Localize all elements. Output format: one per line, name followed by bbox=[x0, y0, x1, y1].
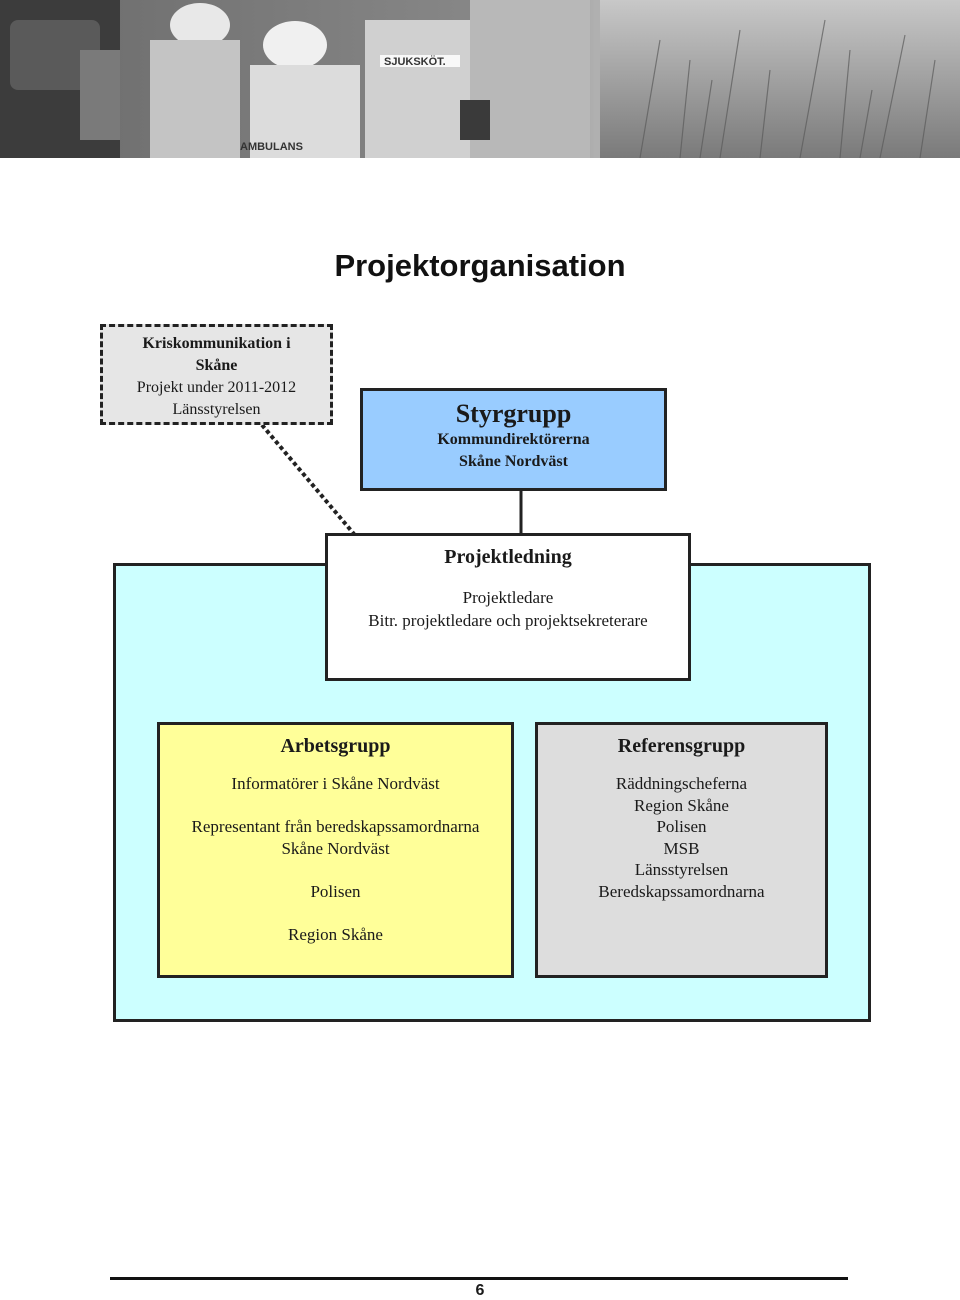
steering-group-line2: Skåne Nordväst bbox=[459, 453, 568, 470]
external-project-line1: Kriskommunikation i bbox=[142, 335, 291, 352]
footer-divider bbox=[110, 1277, 848, 1280]
project-management-box: Projektledning Projektledare Bitr. proje… bbox=[325, 533, 691, 681]
working-group-item: Informatörer i Skåne Nordväst bbox=[231, 774, 440, 793]
external-project-box: Kriskommunikation i Skåne Projekt under … bbox=[100, 324, 333, 425]
page-title: Projektorganisation bbox=[334, 248, 626, 283]
vest-label-sjukskot: SJUKSKÖT. bbox=[384, 55, 446, 68]
working-group-item: Polisen bbox=[310, 882, 361, 901]
working-group-item: Representant från beredskapssamordnarna bbox=[191, 817, 480, 836]
dotted-connector bbox=[260, 423, 356, 536]
reference-group-item: Beredskapssamordnarna bbox=[598, 881, 765, 901]
working-group-title: Arbetsgrupp bbox=[280, 735, 391, 757]
project-management-line2: Bitr. projektledare och projektsekretera… bbox=[368, 611, 648, 630]
reference-group-box: Referensgrupp Räddningscheferna Region S… bbox=[535, 722, 828, 978]
reference-group-item: MSB bbox=[663, 838, 700, 858]
external-project-line4: Länsstyrelsen bbox=[172, 401, 261, 418]
working-group-item: Region Skåne bbox=[288, 925, 383, 944]
project-management-line1: Projektledare bbox=[462, 588, 554, 607]
working-group-box: Arbetsgrupp Informatörer i Skåne Nordväs… bbox=[157, 722, 514, 978]
steering-group-line1: Kommundirektörerna bbox=[437, 431, 590, 448]
external-project-line2: Skåne bbox=[195, 357, 238, 374]
header-photo: SJUKSKÖT. AMBULANS bbox=[0, 0, 960, 158]
vest-label-ambulans: AMBULANS bbox=[240, 141, 303, 153]
working-group-item: Skåne Nordväst bbox=[281, 839, 390, 858]
external-project-line3: Projekt under 2011-2012 bbox=[136, 379, 297, 396]
steering-group-box: Styrgrupp Kommundirektörerna Skåne Nordv… bbox=[360, 388, 667, 491]
reference-group-item: Länsstyrelsen bbox=[634, 860, 729, 880]
reference-group-item: Räddningscheferna bbox=[615, 774, 748, 793]
reference-group-title: Referensgrupp bbox=[617, 735, 746, 757]
steering-group-title: Styrgrupp bbox=[455, 399, 572, 428]
reference-group-item: Polisen bbox=[656, 817, 707, 837]
project-management-title: Projektledning bbox=[444, 546, 572, 568]
reference-group-item: Region Skåne bbox=[634, 795, 729, 815]
page-number: 6 bbox=[475, 1282, 485, 1299]
